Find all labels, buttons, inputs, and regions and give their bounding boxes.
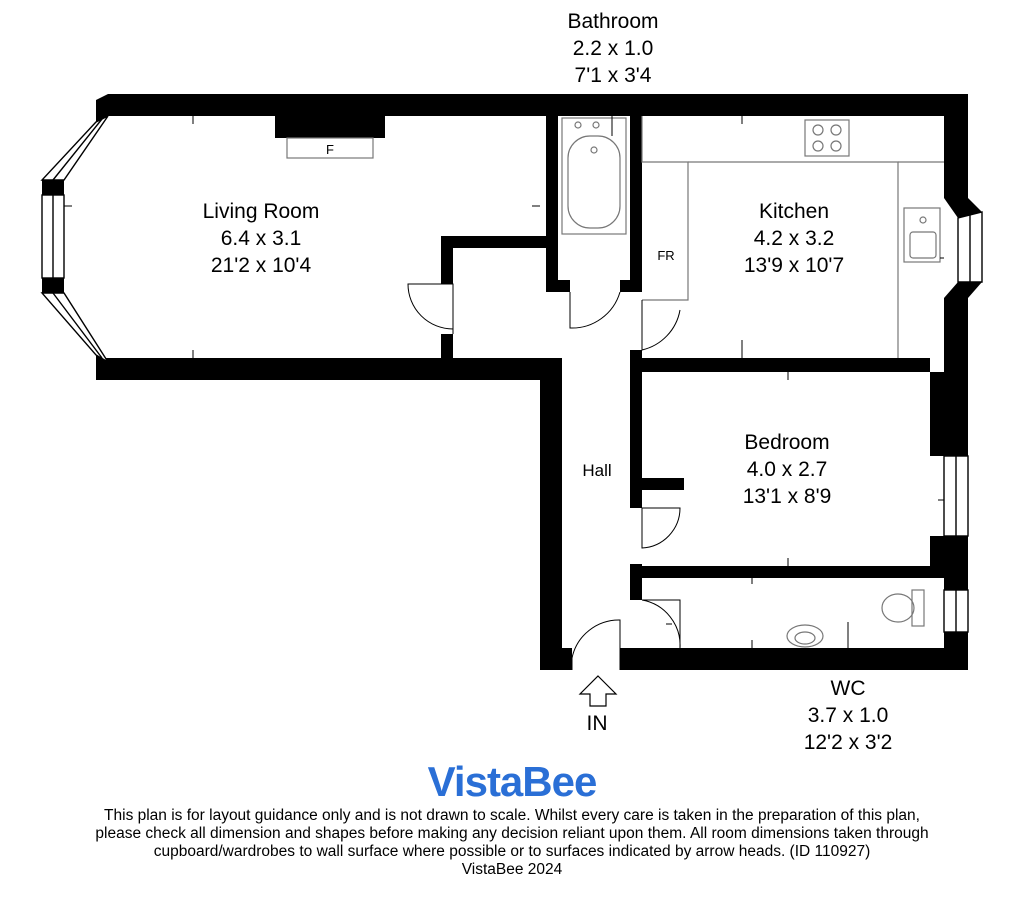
dimension-ticks — [64, 116, 944, 648]
walls — [42, 94, 982, 670]
kitchen-imperial: 13'9 x 10'7 — [744, 254, 844, 277]
brand-logo: VistaBee — [427, 758, 598, 805]
doors — [407, 283, 681, 670]
wall-right-bedroom-top — [930, 372, 968, 456]
wall-right-wc-top — [944, 578, 968, 590]
wall-bay-left-top — [42, 180, 64, 195]
wall-right-bay-bottom — [944, 282, 982, 298]
disclaimer-line: cupboard/wardrobes to wall surface where… — [153, 843, 871, 860]
wall-bath-stub-left — [546, 280, 570, 292]
wc-imperial: 12'2 x 3'2 — [804, 731, 893, 754]
wall-bedroom-wc — [630, 566, 968, 578]
wall-right-top — [944, 94, 968, 198]
entrance-arrow-icon — [578, 675, 618, 707]
bathtub — [561, 117, 627, 235]
wall-bath-stub-right — [620, 280, 642, 292]
bedroom-metric: 4.0 x 2.7 — [747, 458, 828, 481]
fireplace-label: F — [326, 142, 334, 157]
door-kitchen — [641, 300, 681, 351]
wall-kitchen-bedroom — [630, 358, 930, 372]
wc-metric: 3.7 x 1.0 — [808, 704, 889, 727]
living-room-imperial: 21'2 x 10'4 — [211, 254, 312, 277]
wall-hall-left — [540, 358, 562, 670]
living-room-metric: 6.4 x 3.1 — [221, 227, 302, 250]
disclaimer: This plan is for layout guidance only an… — [40, 807, 984, 879]
door-bathroom — [569, 291, 621, 329]
bathroom-metric: 2.2 x 1.0 — [573, 37, 654, 60]
living-room-name: Living Room — [203, 200, 320, 223]
door-bedroom — [641, 507, 681, 549]
wall-hall-right-upper — [630, 350, 642, 508]
kitchen-name: Kitchen — [759, 200, 829, 223]
windows — [40, 115, 983, 633]
bathtub-drain-icon — [590, 146, 598, 154]
wall-bedroom-stub — [642, 478, 684, 490]
wall-right-wc-bottom — [944, 632, 968, 670]
fireplace-hearth — [286, 137, 374, 159]
window-bay-upper — [40, 115, 109, 181]
disclaimer-line: please check all dimension and shapes be… — [95, 825, 929, 842]
entrance-label: IN — [587, 712, 608, 735]
floor-plan: Bathroom 2.2 x 1.0 7'1 x 3'4 Living Room… — [40, 10, 983, 754]
wall-bay-corner-top — [96, 94, 108, 122]
kitchen-sink-icon — [903, 207, 941, 263]
wall-bath-left — [546, 116, 558, 292]
wall-living-bottom-right — [442, 358, 560, 380]
bathtub-tap-icon — [574, 121, 582, 129]
wall-living-partition-top — [441, 236, 546, 248]
kitchen-metric: 4.2 x 3.2 — [754, 227, 835, 250]
fridge-label: FR — [657, 248, 674, 263]
fixtures — [275, 116, 944, 648]
wall-right-bay-top — [944, 198, 982, 218]
wc-basin-icon — [786, 624, 824, 648]
wc-name: WC — [831, 677, 866, 700]
kitchen-worktop-left — [641, 116, 689, 301]
hob-icon — [804, 119, 850, 157]
bathtub-basin — [567, 135, 621, 229]
wall-bottom-left — [540, 648, 572, 670]
door-front — [571, 619, 621, 670]
hall-name: Hall — [582, 461, 611, 480]
wall-bay-left-bottom — [42, 278, 64, 293]
bathroom-imperial: 7'1 x 3'4 — [575, 64, 652, 87]
bathtub-tap-icon — [592, 121, 600, 129]
fireplace-chimney — [275, 116, 385, 138]
wall-bath-right — [630, 116, 642, 292]
bedroom-name: Bedroom — [744, 431, 829, 454]
toilet-cistern-icon — [911, 589, 925, 627]
disclaimer-line: This plan is for layout guidance only an… — [104, 807, 920, 824]
bedroom-imperial: 13'1 x 8'9 — [743, 485, 832, 508]
wall-living-partition-low — [441, 334, 453, 358]
window-bay-lower — [40, 292, 109, 363]
door-living-room — [407, 283, 454, 334]
toilet-bowl-icon — [881, 593, 915, 623]
wall-living-bottom — [96, 358, 442, 380]
door-wc — [641, 599, 681, 649]
wall-right-kitchen-low — [944, 298, 968, 372]
disclaimer-line: VistaBee 2024 — [461, 861, 563, 878]
wall-bottom — [620, 648, 968, 670]
wall-right-bedroom-bottom — [930, 536, 968, 578]
bathroom-name: Bathroom — [567, 10, 658, 33]
wall-top — [108, 94, 968, 116]
